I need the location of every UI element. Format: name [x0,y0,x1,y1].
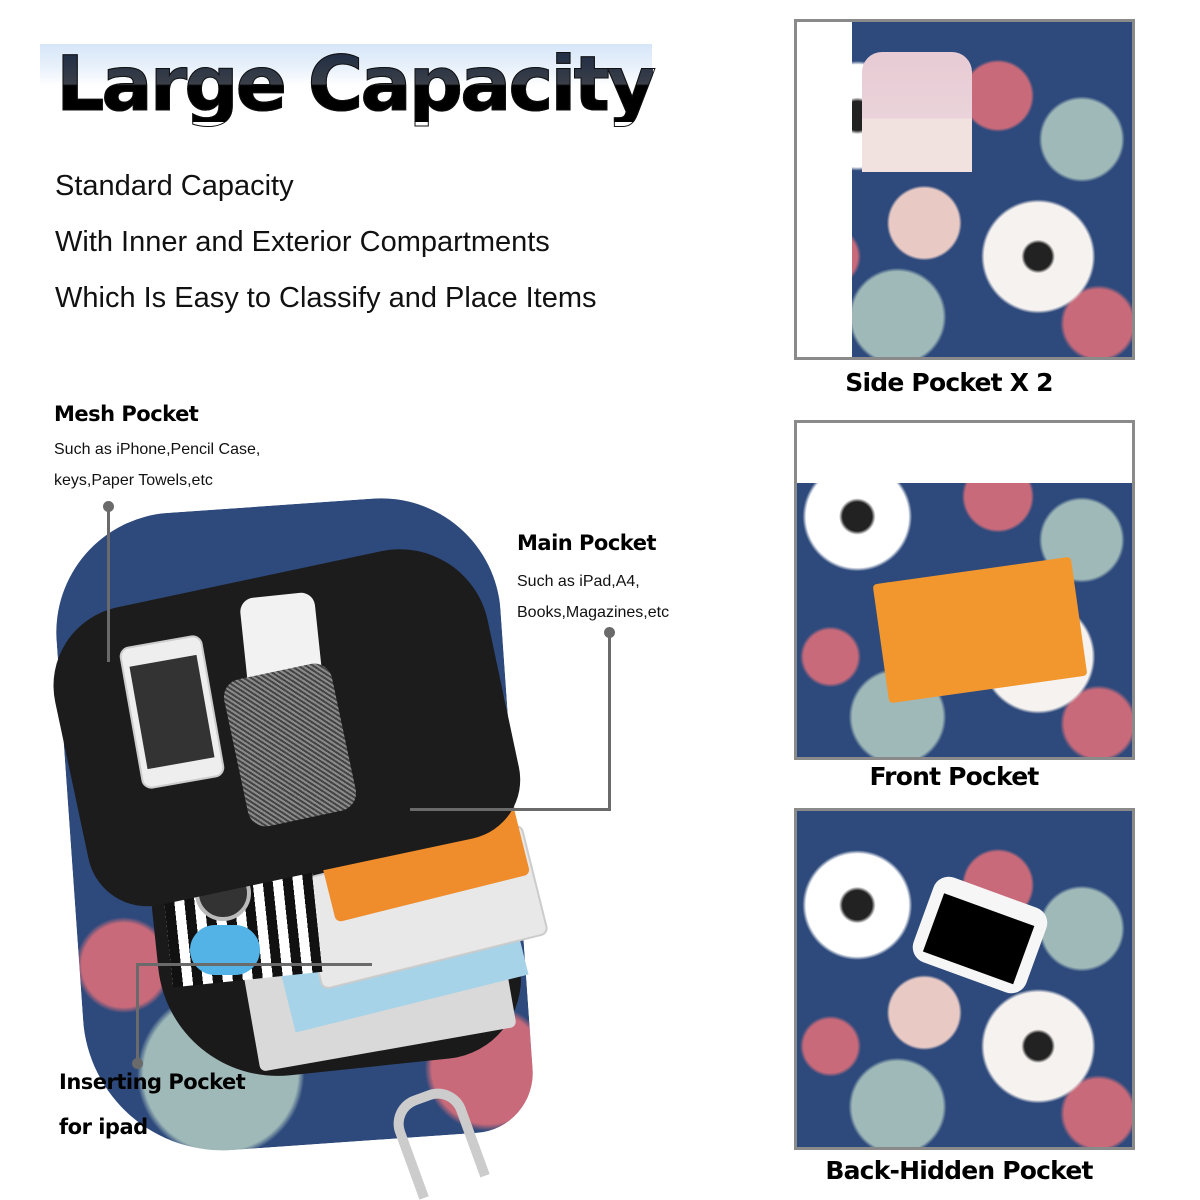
main-pocket-line-1: Such as iPad,A4, [517,573,640,590]
inserting-pocket-connector-line-h [136,963,372,966]
front-pocket-photo-background [797,423,1132,483]
side-pocket-caption: Side Pocket X 2 [845,368,1053,397]
inserting-pocket-connector-line-v [136,963,139,1063]
main-pocket-connector-line-h [410,808,611,811]
intro-line-3: Which Is Easy to Classify and Place Item… [55,282,597,314]
main-pocket-title: Main Pocket [517,531,656,555]
front-pocket-caption: Front Pocket [869,762,1039,791]
phone-screen [129,654,215,770]
mesh-pocket-line-1: Such as iPhone,Pencil Case, [54,441,261,458]
bottle-image [190,925,260,975]
main-pocket-connector-dot [604,627,615,638]
cup-image [862,52,972,172]
intro-line-2: With Inner and Exterior Compartments [55,226,550,258]
inserting-pocket-subtitle: for ipad [59,1115,148,1139]
mesh-pocket-line-2: keys,Paper Towels,etc [54,472,213,489]
back-hidden-pocket-caption: Back-Hidden Pocket [825,1156,1093,1185]
main-pocket-line-2: Books,Magazines,etc [517,604,670,621]
side-pocket-photo-background [797,22,852,357]
page-title: Large Capacity [55,39,656,128]
mesh-pocket-connector-line [107,507,110,662]
intro-line-1: Standard Capacity [55,170,294,202]
inserting-pocket-title: Inserting Pocket [59,1070,246,1094]
inserting-pocket-connector-dot [132,1058,143,1069]
main-pocket-connector-line-v [608,633,611,811]
title-banner [40,44,652,86]
mesh-pocket-title: Mesh Pocket [54,402,199,426]
back-hidden-pocket-photo [794,808,1135,1150]
mesh-pocket-connector-dot [103,501,114,512]
side-pocket-photo [794,19,1135,360]
